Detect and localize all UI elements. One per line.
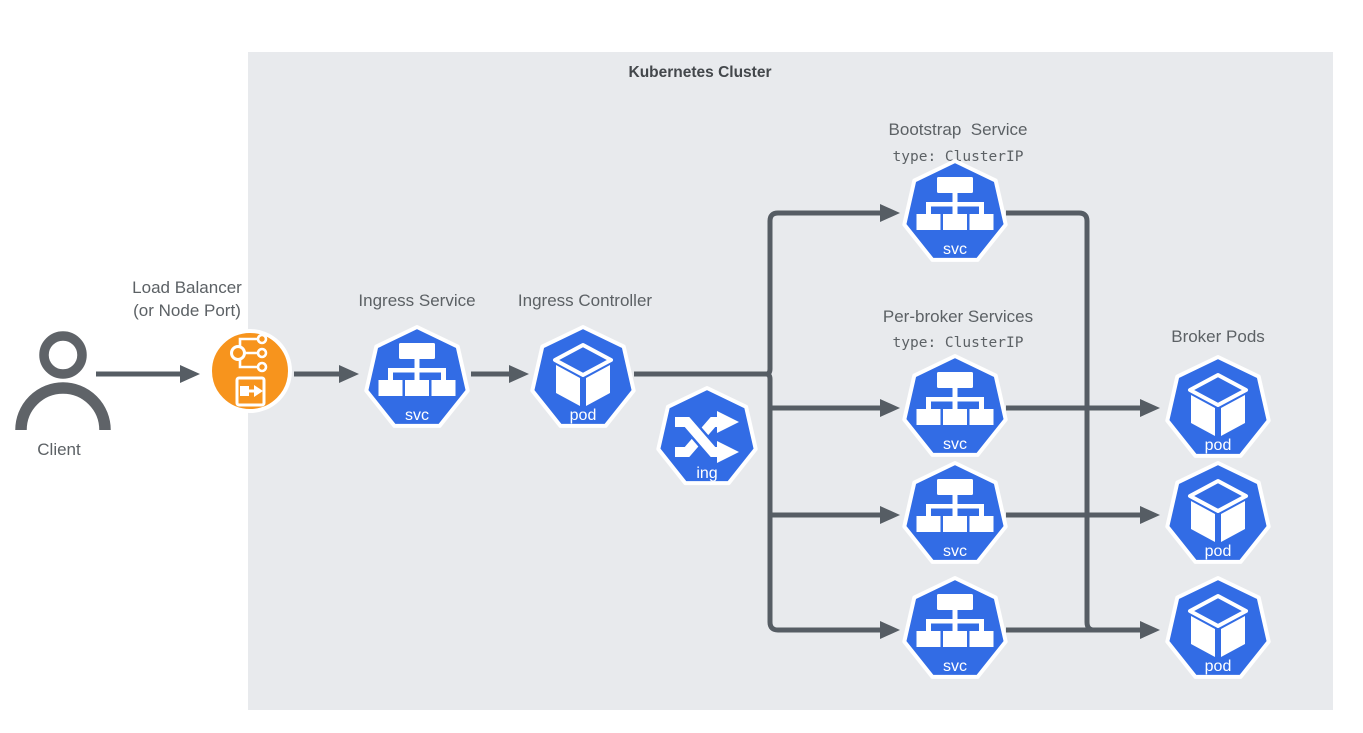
forwarding-glyph bbox=[235, 376, 266, 407]
per-broker-services-label: Per-broker Services bbox=[882, 307, 1034, 326]
load-balancer-label-line1: Load Balancer bbox=[132, 278, 242, 297]
ingress-resource-badge: ing bbox=[696, 465, 717, 482]
broker-pod-badge-2: pod bbox=[1205, 543, 1232, 560]
k8s-service-icon: svc bbox=[902, 576, 1008, 679]
broker-pod-badge-1: pod bbox=[1205, 437, 1232, 454]
ingress-resource-node: ing bbox=[656, 386, 758, 486]
k8s-pod-icon: pod bbox=[1165, 355, 1271, 458]
ingress-service-badge: svc bbox=[405, 407, 429, 424]
bootstrap-service-label: Bootstrap Service bbox=[888, 120, 1028, 139]
ingress-controller-label: Ingress Controller bbox=[517, 291, 653, 310]
per-broker-service-node-2: svc bbox=[902, 461, 1008, 564]
per-broker-service-badge-2: svc bbox=[943, 543, 967, 560]
k8s-service-icon: svc bbox=[902, 461, 1008, 564]
ingress-controller-node: pod bbox=[530, 325, 636, 428]
load-balancer-icon bbox=[208, 329, 292, 413]
per-broker-service-badge-3: svc bbox=[943, 658, 967, 675]
per-broker-service-node-1: svc bbox=[902, 354, 1008, 457]
bootstrap-service-node: svc bbox=[902, 159, 1008, 262]
k8s-service-icon: svc bbox=[902, 354, 1008, 457]
client-person-icon bbox=[15, 331, 111, 431]
k8s-pod-icon: pod bbox=[530, 325, 636, 428]
arrow-trunk-to-broker-service-3 bbox=[765, 371, 900, 640]
arrow-trunk-to-bootstrap-service bbox=[765, 204, 900, 377]
k8s-pod-icon: pod bbox=[1165, 461, 1271, 564]
per-broker-service-badge-1: svc bbox=[943, 436, 967, 453]
broker-pod-node-1: pod bbox=[1165, 355, 1271, 458]
per-broker-services-type-label: type: ClusterIP bbox=[892, 335, 1024, 351]
ingress-service-label: Ingress Service bbox=[358, 291, 476, 310]
cluster-title: Kubernetes Cluster bbox=[628, 64, 772, 81]
ingress-service-node: svc bbox=[364, 325, 470, 428]
line-bootstrap-to-pods-trunk bbox=[1006, 210, 1100, 633]
broker-pod-badge-3: pod bbox=[1205, 658, 1232, 675]
broker-pod-node-2: pod bbox=[1165, 461, 1271, 564]
k8s-service-icon: svc bbox=[364, 325, 470, 428]
broker-pods-label: Broker Pods bbox=[1171, 327, 1265, 346]
load-balancer-label-line2: (or Node Port) bbox=[133, 301, 241, 320]
client-label: Client bbox=[37, 440, 81, 459]
network-fanout-glyph bbox=[230, 333, 268, 373]
bootstrap-service-badge: svc bbox=[943, 241, 967, 258]
broker-pod-node-3: pod bbox=[1165, 576, 1271, 679]
per-broker-service-node-3: svc bbox=[902, 576, 1008, 679]
ingress-controller-badge: pod bbox=[570, 407, 597, 424]
k8s-service-icon: svc bbox=[902, 159, 1008, 262]
k8s-pod-icon: pod bbox=[1165, 576, 1271, 679]
k8s-ingress-icon: ing bbox=[656, 386, 758, 486]
bootstrap-service-type-label: type: ClusterIP bbox=[892, 149, 1024, 165]
